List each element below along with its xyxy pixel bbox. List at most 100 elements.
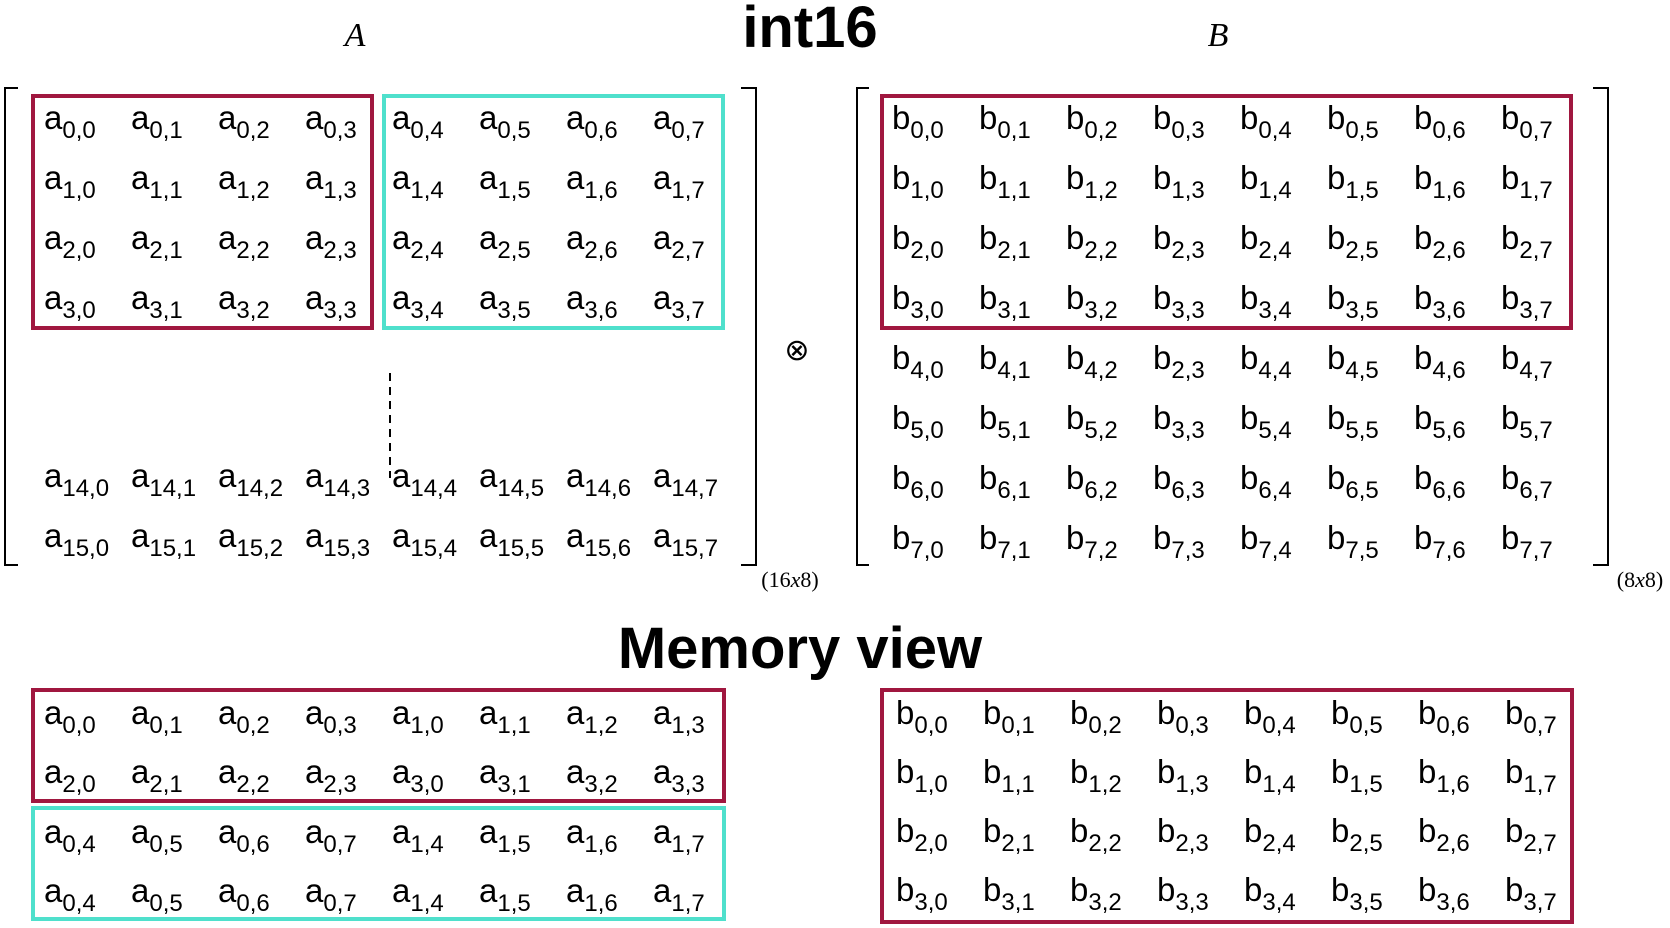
memory-a-cell: a1,0	[392, 694, 444, 739]
matrix-b-cell: b4,0	[892, 339, 944, 384]
matrix-b-cell: b0,2	[1066, 99, 1118, 144]
matrix-a-cell: a1,3	[305, 159, 357, 204]
matrix-b-cell: b3,2	[1066, 279, 1118, 324]
memory-a-cell: a0,1	[131, 694, 183, 739]
memory-a-cell: a1,3	[653, 694, 705, 739]
memory-a-cell: a2,1	[131, 753, 183, 798]
memory-b-cell: b3,5	[1331, 871, 1383, 916]
matrix-b-cell: b1,4	[1240, 159, 1292, 204]
memory-b-cell: b3,4	[1244, 871, 1296, 916]
memory-a-cell: a0,5	[131, 813, 183, 858]
a-block-red-box	[31, 94, 374, 330]
matrix-a-cell: a15,1	[131, 517, 196, 562]
matrix-a-cell: a1,2	[218, 159, 270, 204]
matrix-b-cell: b2,6	[1414, 219, 1466, 264]
memory-b-cell: b3,7	[1505, 871, 1557, 916]
matrix-a-cell: a15,7	[653, 517, 718, 562]
matrix-b-cell: b2,7	[1501, 219, 1553, 264]
memory-b-cell: b2,4	[1244, 812, 1296, 857]
mem-a-red-box	[31, 688, 726, 803]
matrix-b-cell: b6,4	[1240, 459, 1292, 504]
a-block-teal-box	[382, 94, 725, 330]
matrix-b-cell: b7,2	[1066, 519, 1118, 564]
memory-b-cell: b2,2	[1070, 812, 1122, 857]
matrix-b-cell: b3,3	[1153, 279, 1205, 324]
memory-a-cell: a3,3	[653, 753, 705, 798]
matrix-b-cell: b6,0	[892, 459, 944, 504]
matrix-b-cell: b1,2	[1066, 159, 1118, 204]
matrix-a-dims: (16x8)	[761, 567, 818, 592]
memory-b-cell: b0,7	[1505, 694, 1557, 739]
matrix-b-cell: b6,7	[1501, 459, 1553, 504]
matrix-b-cell: b5,4	[1240, 399, 1292, 444]
memory-b-cell: b1,6	[1418, 753, 1470, 798]
matrix-b-cell: b6,1	[979, 459, 1031, 504]
kronecker-operator-icon: ⊗	[784, 333, 809, 368]
mem-a-teal-box	[31, 806, 726, 921]
matrix-b-cell: b2,1	[979, 219, 1031, 264]
matrix-a-cell: a3,6	[566, 279, 618, 324]
matrix-b-cell: b6,2	[1066, 459, 1118, 504]
matrix-a-cell: a14,1	[131, 457, 196, 502]
matrix-a-cell: a3,4	[392, 279, 444, 324]
matrix-b-label: B	[1208, 17, 1229, 54]
matrix-b-cell: b5,6	[1414, 399, 1466, 444]
matrix-b-cell: b2,0	[892, 219, 944, 264]
matrix-a-cell: a0,6	[566, 99, 618, 144]
matrix-a-cell: a15,4	[392, 517, 457, 562]
matrix-a-cell: a14,0	[44, 457, 109, 502]
title-memory-view: Memory view	[618, 616, 983, 681]
matrix-a-cell: a0,0	[44, 99, 96, 144]
matrix-b-cell: b5,0	[892, 399, 944, 444]
matrix-a-cell: a0,4	[392, 99, 444, 144]
matrix-a-cell: a3,3	[305, 279, 357, 324]
matrix-b-cell: b2,3	[1153, 339, 1205, 384]
memory-a-cell: a2,3	[305, 753, 357, 798]
matrix-b-cell: b1,3	[1153, 159, 1205, 204]
matrix-a-cell: a15,5	[479, 517, 544, 562]
memory-a-cell: a1,5	[479, 872, 531, 917]
matrix-b-cell: b7,5	[1327, 519, 1379, 564]
matrix-b-cell: b7,7	[1501, 519, 1553, 564]
matrix-a-cell: a15,2	[218, 517, 283, 562]
b-block-red-box	[880, 94, 1573, 330]
memory-b-cell: b2,3	[1157, 812, 1209, 857]
memory-b-cell: b1,3	[1157, 753, 1209, 798]
memory-b-cell: b0,5	[1331, 694, 1383, 739]
memory-b-cell: b2,7	[1505, 812, 1557, 857]
matrix-b-cell: b3,7	[1501, 279, 1553, 324]
matrix-b-cell: b4,1	[979, 339, 1031, 384]
matrix-a-cell: a1,0	[44, 159, 96, 204]
memory-b-cell: b2,6	[1418, 812, 1470, 857]
matrix-a-cell: a1,1	[131, 159, 183, 204]
matrix-b-cell: b5,5	[1327, 399, 1379, 444]
memory-a-cell: a0,3	[305, 694, 357, 739]
matrix-b-cell: b4,6	[1414, 339, 1466, 384]
matrix-a-cell: a1,4	[392, 159, 444, 204]
matrix-b-cell: b5,1	[979, 399, 1031, 444]
memory-a-cell: a1,1	[479, 694, 531, 739]
matrix-b-cell: b0,4	[1240, 99, 1292, 144]
memory-a-cell: a0,6	[218, 872, 270, 917]
memory-b-cell: b0,2	[1070, 694, 1122, 739]
matrix-a-right-bracket	[741, 87, 757, 566]
matrix-b-right-bracket	[1593, 87, 1609, 566]
memory-a-cell: a1,7	[653, 813, 705, 858]
matrix-a-cell: a2,3	[305, 219, 357, 264]
matrix-b-cell: b2,4	[1240, 219, 1292, 264]
memory-a-cell: a2,2	[218, 753, 270, 798]
memory-a-cell: a0,4	[44, 872, 96, 917]
memory-a-cell: a1,2	[566, 694, 618, 739]
matrix-b-cell: b3,0	[892, 279, 944, 324]
matrix-b-cell: b0,7	[1501, 99, 1553, 144]
matrix-b-dims: (8x8)	[1617, 567, 1663, 592]
memory-b-cell: b1,4	[1244, 753, 1296, 798]
matrix-b-cell: b6,6	[1414, 459, 1466, 504]
title-int16: int16	[742, 0, 877, 60]
memory-b-cell: b0,3	[1157, 694, 1209, 739]
matrix-b-cell: b0,0	[892, 99, 944, 144]
matrix-a-cell: a2,4	[392, 219, 444, 264]
matrix-a-cell: a14,2	[218, 457, 283, 502]
matrix-b-cell: b0,3	[1153, 99, 1205, 144]
